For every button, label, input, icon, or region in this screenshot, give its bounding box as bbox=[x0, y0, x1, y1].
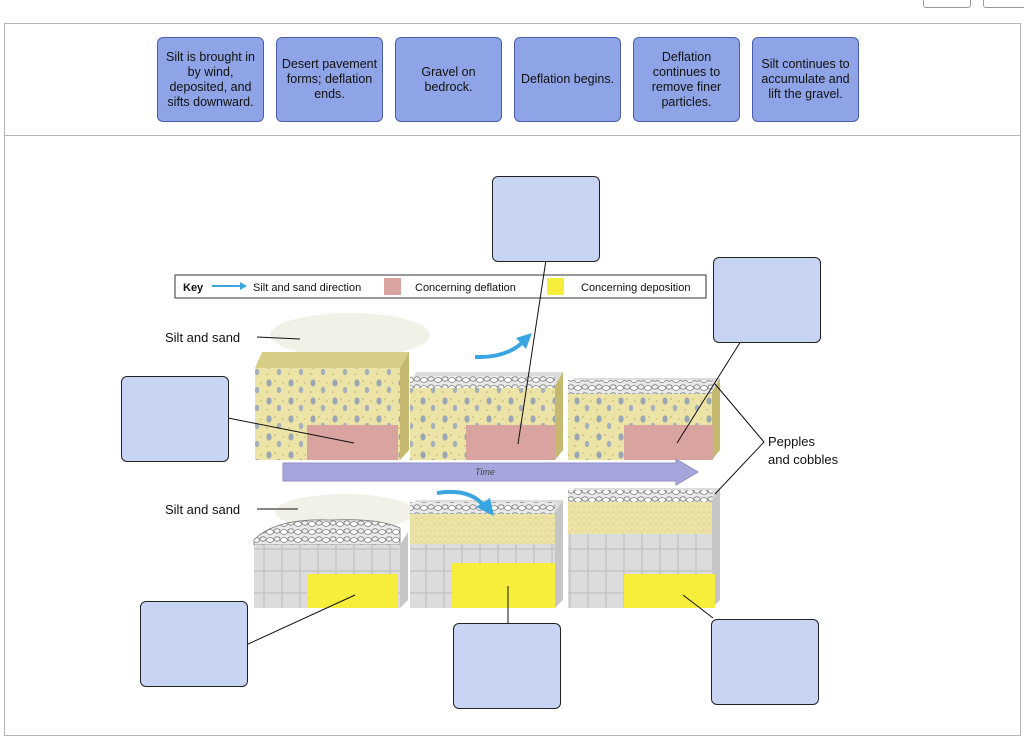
deposition-box-3 bbox=[624, 574, 715, 608]
deposition-box-1 bbox=[307, 574, 398, 608]
toolbar-button-right[interactable] bbox=[983, 0, 1024, 8]
time-arrow: Time bbox=[282, 458, 699, 486]
deflation-box-2 bbox=[466, 425, 555, 460]
drop-zone-top-right[interactable] bbox=[713, 257, 821, 343]
drop-zone-top-center[interactable] bbox=[492, 176, 600, 262]
deposition-box-2 bbox=[452, 563, 555, 608]
label-deflation-continues[interactable]: Deflation continues to remove finer part… bbox=[633, 37, 740, 122]
silt-sand-label-top: Silt and sand bbox=[165, 330, 240, 345]
label-silt-brought-in[interactable]: Silt is brought in by wind, deposited, a… bbox=[157, 37, 264, 122]
drop-zone-top-left[interactable] bbox=[121, 376, 229, 462]
silt-haze-top bbox=[270, 313, 430, 357]
label-deflation-begins[interactable]: Deflation begins. bbox=[514, 37, 621, 122]
silt-sand-label-bottom: Silt and sand bbox=[165, 502, 240, 517]
drop-zone-bottom-right[interactable] bbox=[711, 619, 819, 705]
key-deposition-swatch bbox=[547, 278, 564, 295]
wind-arrow-bottom bbox=[436, 489, 494, 516]
time-label: Time bbox=[475, 467, 495, 477]
key-arrow-label: Silt and sand direction bbox=[253, 282, 361, 294]
key-legend: Key Silt and sand direction Concerning d… bbox=[174, 274, 707, 299]
deflation-box-3 bbox=[624, 425, 713, 460]
pebbles-label-line2: and cobbles bbox=[768, 452, 839, 467]
key-title: Key bbox=[183, 282, 204, 294]
pebbles-label-line1: Pepples bbox=[768, 434, 815, 449]
drop-zone-bottom-center[interactable] bbox=[453, 623, 561, 709]
key-deflation-label: Concerning deflation bbox=[415, 282, 516, 294]
leader-lines bbox=[227, 259, 742, 646]
label-bank: Silt is brought in by wind, deposited, a… bbox=[5, 24, 1020, 136]
label-silt-continues[interactable]: Silt continues to accumulate and lift th… bbox=[752, 37, 859, 122]
drop-zone-bottom-left[interactable] bbox=[140, 601, 248, 687]
key-deflation-swatch bbox=[384, 278, 401, 295]
key-deposition-label: Concerning deposition bbox=[581, 282, 690, 294]
label-gravel-on-bedrock[interactable]: Gravel on bedrock. bbox=[395, 37, 502, 122]
toolbar-button-left[interactable] bbox=[923, 0, 971, 8]
wind-arrow-top bbox=[474, 333, 532, 360]
label-desert-pavement-forms[interactable]: Desert pavement forms; deflation ends. bbox=[276, 37, 383, 122]
